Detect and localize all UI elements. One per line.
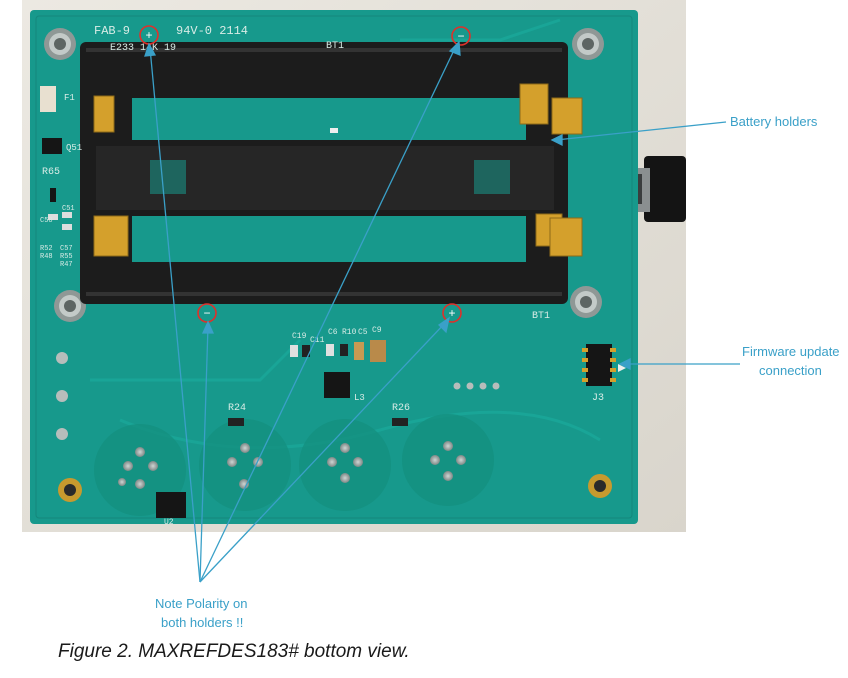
battery-contacts [93, 83, 583, 257]
marker-sign: + [145, 28, 152, 42]
callout-firmware-line2: connection [759, 363, 822, 378]
label-c9: C9 [372, 326, 382, 335]
battery-holder [80, 42, 568, 304]
label-r65: R65 [42, 167, 60, 178]
label-r52: R52 [40, 245, 53, 253]
marker-minus-top-right: − [451, 26, 471, 46]
label-q51: Q51 [66, 143, 82, 153]
marker-sign: + [448, 306, 455, 320]
label-r26: R26 [392, 403, 410, 414]
marker-sign: − [203, 306, 210, 320]
plated-holes [56, 352, 612, 502]
label-c50: C50 [40, 217, 53, 225]
label-r47: R47 [60, 261, 73, 269]
label-r48: R48 [40, 253, 53, 261]
label-j3: J3 [592, 393, 604, 404]
callout-polarity-line1: Note Polarity on [155, 596, 248, 611]
callout-battery-holders: Battery holders [730, 114, 818, 129]
label-r55: R55 [60, 253, 73, 261]
label-c6: C6 [328, 328, 338, 337]
silkscreen-code: 94V-0 2114 [176, 24, 248, 38]
figure-caption: Figure 2. MAXREFDES183# bottom view. [58, 641, 410, 662]
label-bt1-bottom: BT1 [532, 311, 550, 322]
marker-sign: − [457, 29, 464, 43]
label-bt1-top: BT1 [326, 41, 344, 52]
silkscreen-line2: E233 14K 19 [110, 43, 176, 54]
label-l3: L3 [354, 393, 365, 403]
label-u2: U2 [164, 518, 174, 527]
marker-minus-bottom-left: − [197, 303, 217, 323]
label-c51: C51 [62, 205, 75, 213]
label-r10: R10 [342, 328, 357, 337]
j3-header [582, 344, 626, 386]
label-c57: C57 [60, 245, 73, 253]
label-c5: C5 [358, 328, 368, 337]
callout-firmware-line1: Firmware update [742, 344, 840, 359]
label-f1: F1 [64, 93, 75, 103]
standoffs [44, 28, 604, 322]
marker-plus-bottom-right: + [442, 303, 462, 323]
polarity-markers: + − − + [139, 25, 471, 323]
label-c19: C19 [292, 332, 307, 341]
callout-lines [144, 40, 740, 583]
label-c11: C11 [310, 336, 325, 345]
label-r24: R24 [228, 403, 246, 414]
callout-polarity-line2: both holders !! [161, 615, 244, 630]
smd-components [40, 86, 408, 518]
silkscreen-fab: FAB-9 [94, 24, 130, 38]
